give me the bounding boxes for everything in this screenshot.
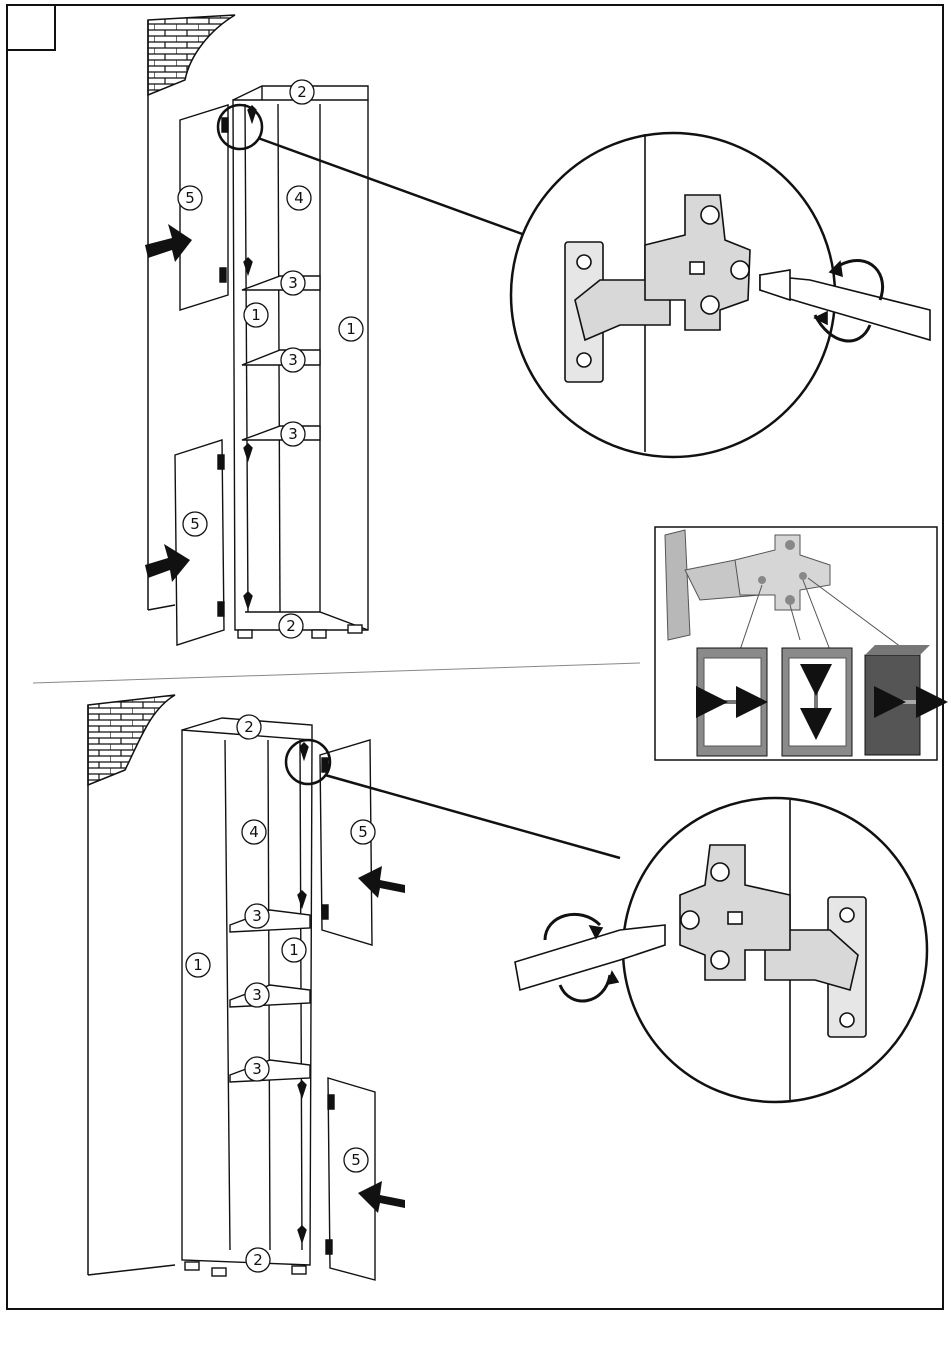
part-label-2: 2 bbox=[297, 83, 307, 101]
hinge-adjust-panel bbox=[655, 527, 937, 760]
part-label-3: 3 bbox=[288, 351, 298, 369]
horizontal-arrow-icon bbox=[697, 648, 767, 756]
part-label-3: 3 bbox=[252, 1060, 262, 1078]
part-label-1: 1 bbox=[346, 320, 356, 338]
part-label-3: 3 bbox=[288, 274, 298, 292]
vertical-arrow-icon bbox=[782, 648, 852, 756]
section-divider bbox=[33, 663, 640, 683]
door-top-lower bbox=[175, 440, 224, 645]
part-label-5: 5 bbox=[190, 515, 200, 533]
door-bottom-lower bbox=[326, 1078, 375, 1280]
part-label-2: 2 bbox=[244, 718, 254, 736]
part-label-2: 2 bbox=[286, 617, 296, 635]
part-label-5: 5 bbox=[351, 1151, 361, 1169]
part-label-1: 1 bbox=[289, 941, 299, 959]
part-label-5: 5 bbox=[185, 189, 195, 207]
bottom-section-drawing bbox=[88, 695, 927, 1280]
part-label-2: 2 bbox=[253, 1251, 263, 1269]
part-label-4: 4 bbox=[294, 189, 304, 207]
part-label-3: 3 bbox=[252, 986, 262, 1004]
wall-bottom bbox=[88, 695, 175, 1275]
part-label-4: 4 bbox=[249, 823, 259, 841]
part-label-1: 1 bbox=[251, 306, 261, 324]
part-label-1: 1 bbox=[193, 956, 203, 974]
part-label-3: 3 bbox=[288, 425, 298, 443]
part-label-3: 3 bbox=[252, 907, 262, 925]
part-label-5: 5 bbox=[358, 823, 368, 841]
